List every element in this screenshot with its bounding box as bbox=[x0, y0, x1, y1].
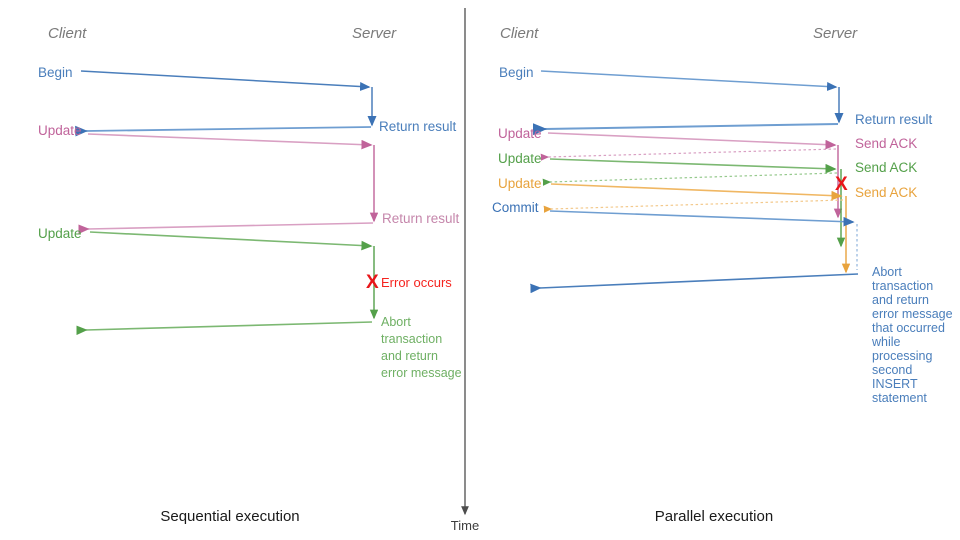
par-return-server-label: Return result bbox=[855, 112, 933, 127]
par-abort-line-6: processing bbox=[872, 349, 932, 363]
par-update-1-arrow bbox=[547, 132, 837, 150]
par-update-3-client-label: Update bbox=[498, 176, 542, 191]
seq-begin-arrow bbox=[80, 70, 371, 91]
message-par-begin: Begin bbox=[499, 65, 838, 92]
par-ack-2-dotted-arrow bbox=[542, 172, 838, 186]
seq-update-1-client-label: Update bbox=[38, 123, 82, 138]
seq-update-1-arrow bbox=[87, 133, 373, 150]
message-par-update-3: Update Send ACK bbox=[498, 176, 917, 201]
message-seq-abort bbox=[76, 321, 373, 336]
par-abort-line-7: second bbox=[872, 363, 912, 377]
par-return-arrow bbox=[532, 123, 839, 136]
message-par-commit: Commit bbox=[492, 200, 855, 227]
message-par-return: Return result bbox=[532, 112, 933, 136]
panel-sequential: Client Server Begin Return result Update bbox=[38, 25, 462, 525]
message-seq-update-2: Update bbox=[38, 226, 373, 251]
parallel-caption: Parallel execution bbox=[655, 508, 773, 525]
par-abort-line-3: error message bbox=[872, 307, 953, 321]
seq-error-x-icon: X bbox=[366, 272, 379, 293]
seq-update-2-client-label: Update bbox=[38, 226, 82, 241]
seq-abort-line-2: and return bbox=[381, 349, 438, 363]
par-abort-line-1: transaction bbox=[872, 279, 933, 293]
par-abort-line-8: INSERT bbox=[872, 377, 918, 391]
par-update-2-arrow bbox=[549, 158, 837, 174]
seq-error-text: Error occurs bbox=[381, 275, 452, 290]
seq-return-2-server-label: Return result bbox=[382, 211, 460, 226]
sequential-client-lane-header: Client bbox=[48, 25, 87, 42]
seq-return-1-server-label: Return result bbox=[379, 119, 457, 134]
time-axis-label: Time bbox=[451, 518, 479, 533]
time-axis: Time bbox=[451, 8, 479, 533]
parallel-client-lane-header: Client bbox=[500, 25, 539, 42]
par-ack-1-dotted-arrow bbox=[540, 148, 837, 161]
message-par-update-2: Update Send ACK bbox=[498, 151, 917, 175]
par-abort-line-4: that occurred bbox=[872, 321, 945, 335]
seq-abort-text-block: Abort transaction and return error messa… bbox=[381, 315, 462, 380]
message-seq-return-1: Return result bbox=[75, 119, 457, 137]
sequential-server-lane-header: Server bbox=[352, 25, 397, 42]
par-begin-arrow bbox=[540, 70, 838, 92]
par-update-1-client-label: Update bbox=[498, 126, 542, 141]
message-par-abort bbox=[530, 273, 859, 294]
par-abort-line-9: statement bbox=[872, 391, 927, 405]
par-error-marker: X bbox=[835, 174, 848, 195]
par-ack-3-dotted-arrow bbox=[543, 199, 844, 213]
par-abort-line-5: while bbox=[871, 335, 901, 349]
par-update-2-server-label: Send ACK bbox=[855, 160, 917, 175]
message-seq-update-1: Update bbox=[38, 123, 373, 150]
seq-abort-line-1: transaction bbox=[381, 332, 442, 346]
par-abort-text-block: Abort transaction and return error messa… bbox=[871, 265, 953, 405]
panel-parallel: Client Server Begin Return result Update… bbox=[492, 25, 953, 525]
par-begin-client-label: Begin bbox=[499, 65, 534, 80]
sequential-caption: Sequential execution bbox=[160, 508, 299, 525]
par-update-3-arrow bbox=[550, 183, 843, 201]
message-seq-begin: Begin bbox=[38, 65, 371, 91]
seq-update-2-arrow bbox=[89, 231, 373, 251]
par-commit-arrow bbox=[549, 210, 855, 227]
par-abort-line-2: and return bbox=[872, 293, 929, 307]
seq-abort-line-3: error message bbox=[381, 366, 462, 380]
par-error-x-icon: X bbox=[835, 174, 848, 195]
par-abort-line-0: Abort bbox=[872, 265, 902, 279]
seq-error-marker: X Error occurs bbox=[366, 272, 452, 293]
seq-abort-arrow bbox=[76, 321, 373, 336]
message-par-update-1: Update Send ACK bbox=[498, 126, 917, 151]
seq-begin-client-label: Begin bbox=[38, 65, 73, 80]
par-abort-arrow bbox=[530, 273, 859, 294]
parallel-server-lane-header: Server bbox=[813, 25, 858, 42]
par-update-1-server-label: Send ACK bbox=[855, 136, 917, 151]
seq-return-1-arrow bbox=[75, 125, 372, 137]
par-update-3-server-label: Send ACK bbox=[855, 185, 917, 200]
par-commit-client-label: Commit bbox=[492, 200, 539, 215]
seq-abort-line-0: Abort bbox=[381, 315, 411, 329]
seq-return-2-arrow bbox=[78, 222, 374, 235]
par-update-2-client-label: Update bbox=[498, 151, 542, 166]
message-seq-return-2: Return result bbox=[78, 211, 460, 235]
